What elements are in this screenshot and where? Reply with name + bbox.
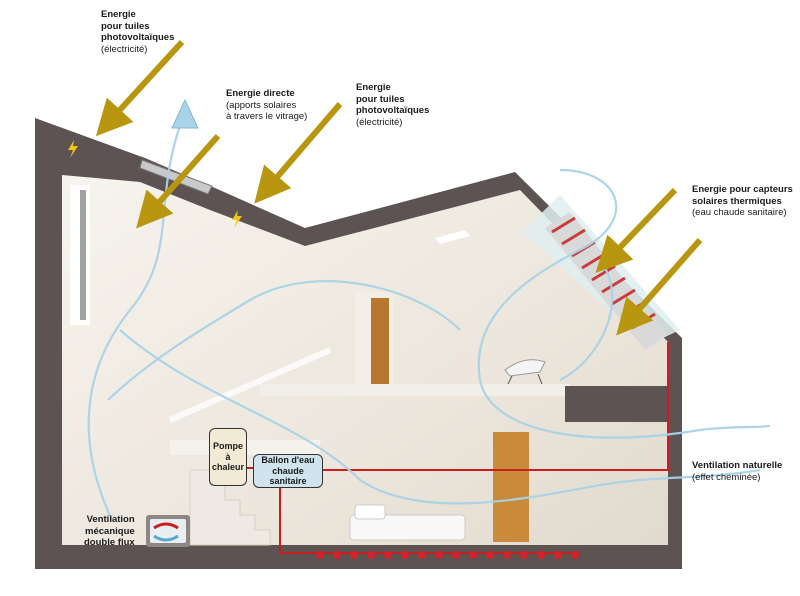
label-pv-tiles-top: Energie pour tuiles photovoltaïques (éle… (101, 9, 174, 55)
mezzanine-floor (260, 384, 570, 396)
hot-water-tank-box: Ballon d'eau chaude sanitaire (253, 454, 323, 488)
vmc-unit-icon (146, 515, 190, 547)
label-solar-thermal: Energie pour capteurs solaires thermique… (692, 184, 793, 219)
right-overhang (565, 386, 680, 422)
label-mechanical-ventilation: Ventilation mécanique double flux (84, 514, 135, 549)
label-direct-energy: Energie directe (apports solaires à trav… (226, 88, 307, 123)
lower-door (493, 432, 529, 542)
label-pv-tiles-mid: Energie pour tuiles photovoltaïques (éle… (356, 82, 429, 128)
air-outlet-arrow-icon (172, 100, 198, 128)
heat-pump-box: Pompe à chaleur (209, 428, 247, 486)
label-natural-ventilation: Ventilation naturelle (effet cheminée) (692, 460, 782, 483)
ground-slab (35, 545, 682, 569)
